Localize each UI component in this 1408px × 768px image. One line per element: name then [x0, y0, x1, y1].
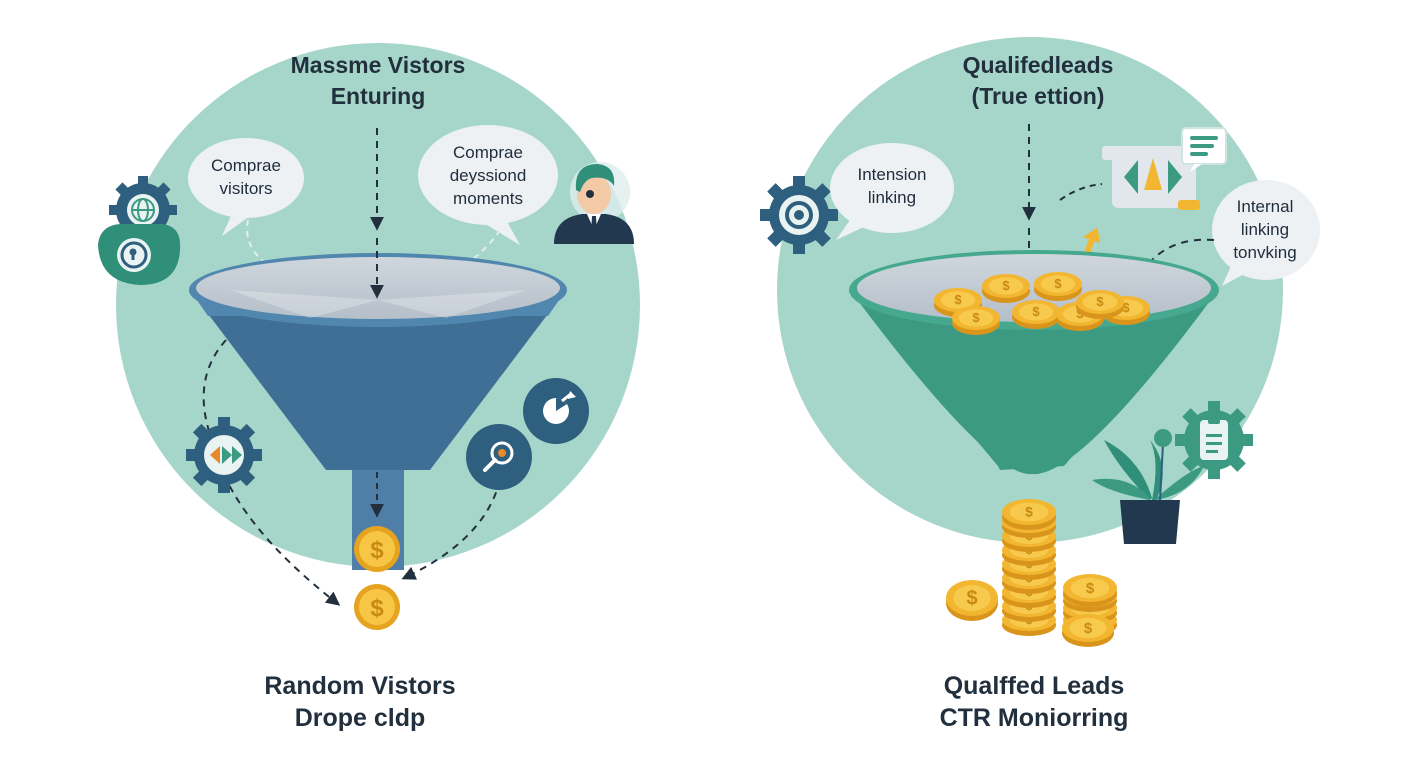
- svg-text:$: $: [1122, 300, 1130, 315]
- left-bubble-visitors: [188, 138, 304, 236]
- coin-icon: $: [1063, 574, 1117, 607]
- right-panel: $$$$$$$$ $$$$$$$$$$$$$$$: [760, 37, 1320, 647]
- globe-gear-icon: [109, 176, 177, 244]
- coin-icon: $: [982, 274, 1030, 303]
- svg-text:$: $: [954, 292, 962, 307]
- card-dashed-arc: [1059, 183, 1103, 201]
- left-bubble-visitors-line1: Comprae: [211, 156, 281, 175]
- svg-text:$: $: [1086, 580, 1095, 597]
- right-panel-caption: Qualffed Leads CTR Moniorring: [884, 670, 1184, 734]
- coins-in-funnel: $$$$$$$$: [934, 272, 1150, 335]
- svg-text:$: $: [370, 595, 384, 622]
- right-dropoff-dashed-arc: [401, 479, 501, 580]
- right-bubble-internal: [1212, 180, 1320, 286]
- right-panel-title: Qualifedleads (True ettion): [888, 50, 1188, 112]
- right-title-line1: Qualifedleads: [962, 52, 1114, 78]
- coin-icon: $: [1012, 300, 1060, 329]
- left-bubble-moments: [418, 125, 558, 245]
- svg-text:$: $: [1054, 276, 1062, 291]
- svg-text:$: $: [1096, 294, 1104, 309]
- coin-icon: $: [1062, 614, 1114, 647]
- right-bubble-internal-text: Internal linking tonvking: [1218, 195, 1312, 264]
- document-icon: [1181, 127, 1227, 172]
- right-title-line2: (True ettion): [971, 83, 1105, 109]
- svg-text:$: $: [966, 587, 977, 609]
- left-bubble-moments-line1: Comprae: [453, 143, 523, 162]
- plant-icon: [1092, 411, 1204, 544]
- clipboard-gear-icon: [1175, 401, 1253, 479]
- svg-text:$: $: [1032, 304, 1040, 319]
- video-player-icon: [1102, 146, 1200, 210]
- coin-icon: $: [354, 526, 400, 572]
- coin-icon: $: [946, 580, 998, 621]
- coin-stacks: $$$$$$$$$$$$$$$: [946, 499, 1117, 647]
- up-arrow-icon: [1082, 227, 1101, 259]
- svg-text:$: $: [1002, 278, 1010, 293]
- right-bubble-intension-line2: linking: [867, 188, 917, 207]
- left-panel: $ $: [98, 43, 640, 630]
- coin-icon: $: [354, 584, 400, 630]
- coin-icon: $: [1076, 290, 1124, 319]
- right-bubble-internal-line1: Internal: [1236, 197, 1294, 216]
- right-caption-line1: Qualffed Leads: [943, 672, 1125, 700]
- person-avatar-icon: [554, 162, 634, 244]
- svg-text:$: $: [1084, 620, 1093, 637]
- svg-text:$: $: [370, 537, 384, 564]
- left-title-line1: Massme Vistors: [290, 52, 466, 78]
- pie-chart-icon: [523, 378, 589, 444]
- left-panel-title: Massme Vistors Enturing: [228, 50, 528, 112]
- left-title-line2: Enturing: [330, 83, 426, 109]
- coin-icon: $: [1034, 272, 1082, 301]
- left-caption-line2: Drope cldp: [294, 704, 426, 732]
- right-bubble-intension-line1: Intension: [857, 165, 927, 184]
- left-bubble-visitors-text: Comprae visitors: [196, 154, 296, 200]
- magnifier-icon: [466, 424, 532, 490]
- left-bubble-moments-line2: deyssiond: [449, 166, 527, 185]
- svg-text:$: $: [972, 310, 980, 325]
- target-gear-icon: [760, 176, 838, 254]
- keyhole-icon: [98, 223, 181, 285]
- play-gear-icon: [186, 417, 262, 493]
- left-bubble-moments-text: Comprae deyssiond moments: [424, 141, 552, 210]
- left-bubble-visitors-line2: visitors: [219, 179, 273, 198]
- right-bubble-intension: [830, 143, 954, 240]
- coin-icon: $: [1002, 499, 1056, 530]
- svg-text:$: $: [1025, 504, 1033, 520]
- right-bubble-intension-text: Intension linking: [842, 163, 942, 209]
- right-bubble-internal-line3: tonvking: [1233, 243, 1297, 262]
- right-caption-line2: CTR Moniorring: [939, 704, 1129, 732]
- left-panel-caption: Random Vistors Drope cldp: [210, 670, 510, 734]
- left-bubble-moments-line3: moments: [453, 189, 523, 208]
- coin-icon: $: [952, 306, 1000, 335]
- left-caption-line1: Random Vistors: [264, 672, 456, 700]
- right-bubble-internal-line2: linking: [1240, 220, 1290, 239]
